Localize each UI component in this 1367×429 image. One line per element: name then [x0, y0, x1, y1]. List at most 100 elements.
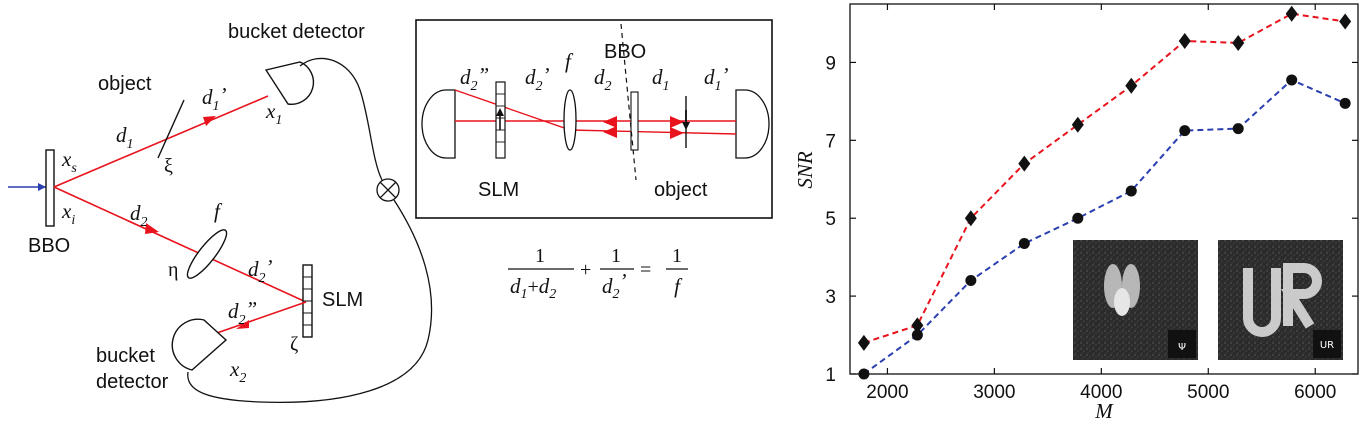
circle-point [1232, 123, 1244, 135]
x-tick-label: 5000 [1187, 382, 1229, 403]
inset-image-ur: UR [1218, 240, 1343, 360]
inset-bbo-crystal [630, 91, 639, 151]
xi-label: xi [61, 199, 75, 228]
bucket-detector-top-label: bucket detector [228, 21, 365, 43]
series-lines [863, 12, 1346, 375]
diamond-point [857, 334, 870, 351]
cable-bottom [187, 199, 433, 404]
inset-left-detector-icon [421, 89, 456, 159]
inset-image-psi: Ψ [1073, 240, 1198, 360]
d2-dblprime-label: d2” [228, 297, 257, 328]
slm-label: SLM [322, 289, 363, 311]
inset-slm-label: SLM [478, 179, 519, 201]
inset-object-arrow-icon [682, 122, 690, 130]
eq-plus: + [580, 259, 591, 281]
inset-pump-dash [620, 23, 637, 181]
d1-prime-label: d1’ [202, 83, 227, 114]
inset-beam-lower [569, 129, 737, 135]
inset-d2-prime-label: d2’ [525, 63, 550, 94]
inset-arrow-1-icon [603, 116, 617, 128]
diamond-point [1339, 13, 1352, 30]
eq-num-2: 1 [611, 245, 621, 267]
inset-d1-prime-label: d1’ [704, 63, 729, 94]
correlator-icon [376, 178, 400, 202]
diamond-point [1071, 116, 1084, 133]
y-tick-label: 9 [825, 53, 836, 74]
xi-greek-label: ξ [164, 155, 173, 177]
y-tick-label: 7 [825, 131, 836, 152]
circle-point [911, 329, 923, 341]
idler-arrow-icon [145, 223, 159, 234]
circle-point [1179, 125, 1191, 137]
inset-psi-label: Ψ [1178, 342, 1186, 353]
inset-object-label: object [654, 179, 708, 201]
setup-diagram: BBO xs xi object ξ d1 d1’ bucket detecto… [8, 21, 433, 404]
circle-point [1125, 185, 1137, 197]
inset-d2-label: d2 [594, 65, 612, 94]
d2-label: d2 [130, 201, 148, 230]
bucket-detector-bottom-label-1: bucket [96, 345, 155, 367]
y-tick-label: 1 [825, 365, 836, 386]
bucket-detector-bottom-icon [171, 318, 228, 371]
inset-slm-arrow-icon [496, 108, 504, 116]
inset-arrow-3-icon [670, 116, 684, 128]
inset-d2-dblprime-label: d2” [460, 63, 489, 94]
eq-den-3: f [674, 274, 683, 298]
x-tick-label: 4000 [1080, 382, 1122, 403]
y-axis-label: SNR [793, 151, 817, 189]
eq-num-3: 1 [672, 245, 682, 267]
eq-equals: = [640, 259, 651, 281]
y-tick-label: 5 [825, 209, 836, 230]
inset-lens-icon [563, 89, 577, 151]
series-line-2 [863, 78, 1346, 375]
eq-den-1: d1+d2 [510, 274, 556, 302]
circle-point [1072, 212, 1084, 224]
lens-icon [186, 229, 228, 279]
inset-f-label: f [565, 49, 574, 73]
circle-point [965, 275, 977, 287]
circle-point [1339, 97, 1351, 109]
series-markers [857, 5, 1352, 380]
diamond-point [1018, 155, 1031, 172]
x2-label: x2 [229, 357, 246, 386]
bucket-detector-top-icon [264, 61, 315, 105]
lens-equation: 1 d1+d2 + 1 d2’ = 1 f [508, 245, 688, 302]
bbo-crystal [45, 149, 55, 227]
pump-arrow-icon [38, 183, 46, 191]
diamond-point [1285, 5, 1298, 22]
object-label: object [98, 73, 152, 95]
diamond-point [964, 210, 977, 227]
d1-label: d1 [116, 123, 134, 152]
cable-top [299, 57, 383, 181]
circle-point [1286, 74, 1298, 86]
eq-den-2: d2’ [602, 269, 627, 302]
eq-num-1: 1 [535, 245, 545, 267]
x-tick-label: 6000 [1294, 382, 1336, 403]
bbo-label: BBO [28, 235, 70, 257]
inset-ur-label: UR [1320, 340, 1334, 351]
x1-label: x1 [265, 99, 282, 128]
inset-beam-slant [454, 89, 571, 131]
xs-label: xs [61, 147, 77, 176]
d2-prime-label: d2’ [248, 255, 273, 286]
zeta-greek-label: ζ [290, 333, 298, 355]
diamond-point [1178, 33, 1191, 49]
eta-greek-label: η [168, 259, 178, 281]
inset-d1-label: d1 [652, 65, 670, 94]
series-line-1 [863, 12, 1346, 344]
diamond-point [1125, 77, 1138, 94]
inset-frame [415, 19, 773, 219]
x-axis-label: M [1094, 399, 1114, 423]
x-tick-label: 2000 [866, 382, 908, 403]
inset-bbo-label: BBO [604, 41, 646, 63]
bucket-detector-bottom-label-2: detector [96, 371, 169, 393]
lens-label: f [214, 199, 223, 223]
inset-diagram: BBO f d2” d2’ d2 d1 d1’ SLM object [415, 19, 773, 219]
object-plane [157, 99, 185, 159]
idler-beam [53, 186, 307, 303]
signal-beam [53, 95, 269, 188]
